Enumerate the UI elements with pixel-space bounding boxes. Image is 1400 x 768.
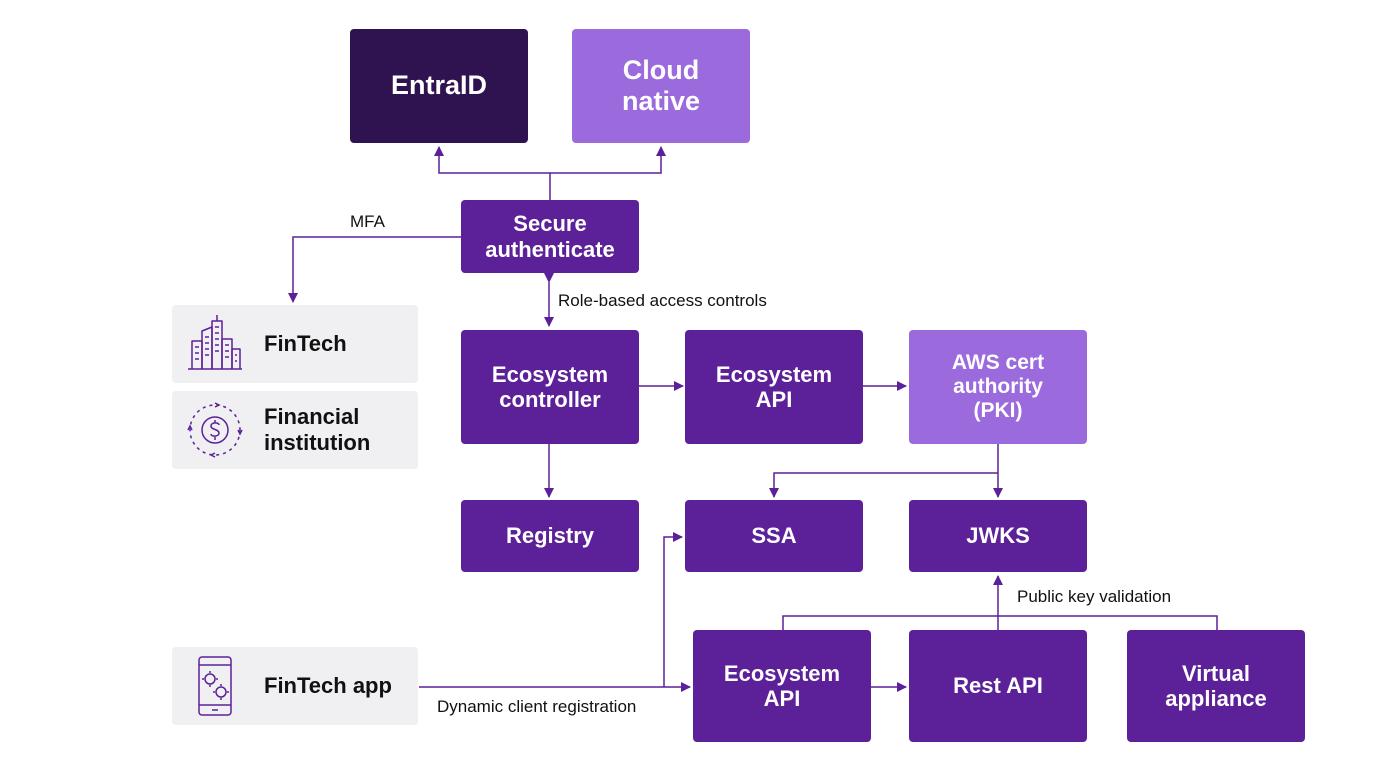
ecosystem-api-bottom-node: Ecosystem API	[693, 630, 871, 742]
edge-aws-to-ssa	[769, 472, 998, 498]
rest-api-node: Rest API	[909, 630, 1087, 742]
ecosystem-api-top-node: Ecosystem API	[685, 330, 863, 444]
financial-institution-card: Financial institution	[172, 391, 418, 469]
public-key-validation-label: Public key validation	[1017, 587, 1172, 606]
edge-dcr-to-ssa	[663, 532, 683, 687]
edge-public-key-bracket	[782, 615, 1218, 630]
dollar-cycle-icon	[187, 402, 243, 458]
city-buildings-icon	[188, 315, 242, 370]
jwks-label: JWKS	[966, 523, 1030, 549]
edge-mfa	[288, 236, 461, 303]
ecosystem-controller-node: Ecosystem controller	[461, 330, 639, 444]
entraid-node: EntraID	[350, 29, 528, 143]
mfa-label: MFA	[350, 212, 385, 231]
ecosystem-api-bottom-label: Ecosystem API	[723, 660, 841, 711]
jwks-node: JWKS	[909, 500, 1087, 572]
cloud-native-label: Cloud native	[621, 54, 701, 116]
edge-auth-to-entraid	[434, 146, 551, 200]
secure-authenticate-node: Secure authenticate	[461, 200, 639, 273]
fintech-label: FinTech	[264, 330, 347, 356]
registry-node: Registry	[461, 500, 639, 572]
aws-cert-authority-label: AWS cert authority (PKI)	[951, 350, 1045, 423]
virtual-appliance-label: Virtual appliance	[1165, 660, 1267, 711]
fintech-app-label: FinTech app	[264, 672, 392, 698]
ecosystem-controller-label: Ecosystem controller	[491, 361, 609, 412]
ssa-node: SSA	[685, 500, 863, 572]
fintech-app-card: FinTech app	[172, 647, 418, 725]
entraid-label: EntraID	[390, 70, 488, 101]
virtual-appliance-node: Virtual appliance	[1127, 630, 1305, 742]
role-based-access-label: Role-based access controls	[558, 291, 767, 310]
rest-api-label: Rest API	[953, 673, 1043, 699]
dynamic-client-registration-label: Dynamic client registration	[437, 697, 637, 716]
financial-institution-label: Financial institution	[264, 403, 371, 455]
mobile-app-icon	[198, 656, 232, 716]
registry-label: Registry	[505, 523, 595, 549]
cloud-native-node: Cloud native	[572, 29, 750, 143]
secure-authenticate-label: Secure authenticate	[485, 211, 615, 262]
edge-auth-to-cloud	[550, 146, 666, 174]
aws-cert-authority-node: AWS cert authority (PKI)	[909, 330, 1087, 444]
ssa-label: SSA	[751, 523, 797, 549]
ecosystem-api-top-label: Ecosystem API	[715, 361, 833, 412]
fintech-card: FinTech	[172, 305, 418, 383]
